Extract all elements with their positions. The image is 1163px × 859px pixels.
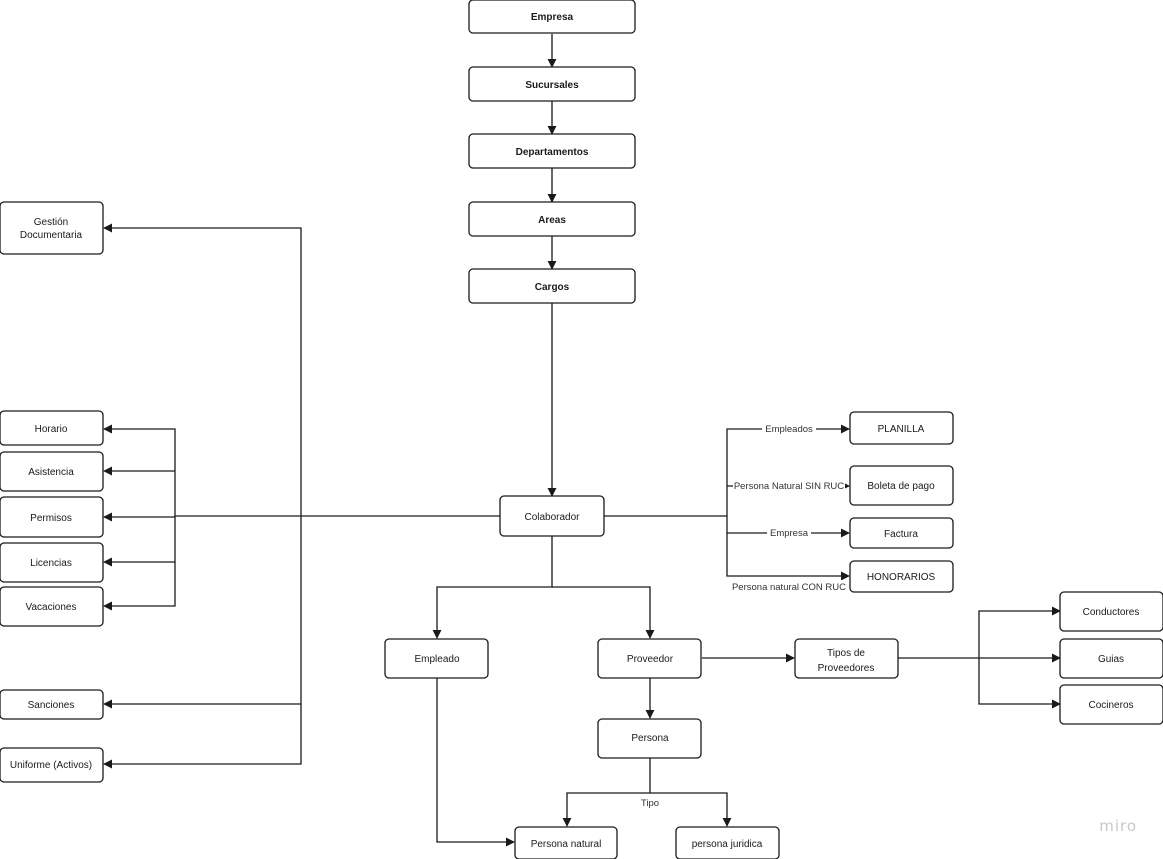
edge-tipos-conductores xyxy=(898,606,1061,659)
edge-colaborador-vacaciones xyxy=(103,562,176,611)
svg-text:Conductores: Conductores xyxy=(1083,607,1140,618)
svg-text:Licencias: Licencias xyxy=(30,558,72,569)
node-persona-juridica[interactable]: persona juridica xyxy=(675,826,780,859)
svg-text:Boleta de pago: Boleta de pago xyxy=(867,481,935,492)
edge-persona-juridica xyxy=(650,792,732,827)
node-empresa[interactable]: Empresa xyxy=(468,0,636,34)
node-proveedor[interactable]: Proveedor xyxy=(597,638,702,679)
edge-tipos-cocineros xyxy=(978,658,1061,709)
svg-text:persona juridica: persona juridica xyxy=(692,839,763,850)
edge-persona-natural xyxy=(562,758,651,827)
node-sanciones[interactable]: Sanciones xyxy=(0,689,104,720)
edge-colaborador-proveedor xyxy=(552,586,655,639)
edge-colaborador-sanciones xyxy=(103,516,302,709)
node-planilla[interactable]: PLANILLA xyxy=(849,411,954,445)
node-cocineros[interactable]: Cocineros xyxy=(1059,684,1163,725)
svg-text:Areas: Areas xyxy=(538,215,566,226)
edge-label-tipo: Tipo xyxy=(641,798,659,809)
edge-label-empleados: Empleados xyxy=(765,424,813,435)
edge-colaborador-horario xyxy=(103,424,301,517)
node-areas[interactable]: Areas xyxy=(468,201,636,237)
node-factura[interactable]: Factura xyxy=(849,517,954,549)
svg-text:Proveedor: Proveedor xyxy=(627,654,674,665)
svg-text:Uniforme (Activos): Uniforme (Activos) xyxy=(10,760,92,771)
svg-text:Factura: Factura xyxy=(884,529,918,540)
node-asistencia[interactable]: Asistencia xyxy=(0,451,104,492)
node-uniforme[interactable]: Uniforme (Activos) xyxy=(0,747,104,783)
node-conductores[interactable]: Conductores xyxy=(1059,591,1163,632)
svg-text:Horario: Horario xyxy=(35,424,68,435)
node-sucursales[interactable]: Sucursales xyxy=(468,66,636,102)
node-departamentos[interactable]: Departamentos xyxy=(468,133,636,169)
svg-text:Persona natural: Persona natural xyxy=(531,839,602,850)
edge-empleado-persona-natural xyxy=(436,678,515,847)
svg-text:Empleado: Empleado xyxy=(414,654,459,665)
node-horario[interactable]: Horario xyxy=(0,410,104,446)
svg-text:HONORARIOS: HONORARIOS xyxy=(867,572,936,583)
node-persona-natural[interactable]: Persona natural xyxy=(514,826,618,859)
edge-colaborador-planilla xyxy=(604,424,850,517)
miro-watermark: miro xyxy=(1099,817,1137,835)
edge-label-persona-con-ruc: Persona natural CON RUC xyxy=(732,582,846,593)
edge-colaborador-gestion xyxy=(103,223,500,517)
svg-text:PLANILLA: PLANILLA xyxy=(878,424,925,435)
svg-text:Guias: Guias xyxy=(1098,654,1124,665)
node-cargos[interactable]: Cargos xyxy=(468,268,636,304)
svg-text:Permisos: Permisos xyxy=(30,513,72,524)
svg-text:Sucursales: Sucursales xyxy=(525,80,579,91)
svg-text:Colaborador: Colaborador xyxy=(524,512,580,523)
svg-text:Cargos: Cargos xyxy=(535,282,570,293)
svg-text:Cocineros: Cocineros xyxy=(1088,700,1133,711)
svg-text:Vacaciones: Vacaciones xyxy=(26,602,77,613)
node-permisos[interactable]: Permisos xyxy=(0,496,104,538)
svg-text:Persona: Persona xyxy=(631,733,669,744)
edge-label-empresa: Empresa xyxy=(770,528,809,539)
edge-colaborador-empleado xyxy=(432,536,553,639)
node-persona[interactable]: Persona xyxy=(597,718,702,759)
node-licencias[interactable]: Licencias xyxy=(0,542,104,583)
edge-label-persona-sin-ruc: Persona Natural SIN RUC xyxy=(734,481,844,492)
svg-text:Departamentos: Departamentos xyxy=(516,147,589,158)
node-gestion-documentaria[interactable]: Gestión Documentaria xyxy=(0,201,104,255)
svg-text:Empresa: Empresa xyxy=(531,12,574,23)
svg-text:Sanciones: Sanciones xyxy=(28,700,75,711)
node-gestion-line1: Gestión xyxy=(34,217,68,228)
edge-labels: Empleados Persona Natural SIN RUC Empres… xyxy=(638,422,847,809)
edge-colaborador-uniforme xyxy=(103,704,302,769)
node-guias[interactable]: Guias xyxy=(1059,638,1163,679)
node-vacaciones[interactable]: Vacaciones xyxy=(0,586,104,627)
svg-text:Asistencia: Asistencia xyxy=(28,467,74,478)
edge-colaborador-honorarios xyxy=(726,533,850,581)
edge-colaborador-licencias xyxy=(103,516,176,567)
node-tipos-proveedores[interactable]: Tipos de Proveedores xyxy=(794,638,899,679)
node-tipos-line2: Proveedores xyxy=(818,663,875,674)
node-tipos-line1: Tipos de xyxy=(827,648,865,659)
node-boleta[interactable]: Boleta de pago xyxy=(849,465,954,506)
node-gestion-line2: Documentaria xyxy=(20,230,83,241)
node-colaborador[interactable]: Colaborador xyxy=(499,495,605,537)
node-honorarios[interactable]: HONORARIOS xyxy=(849,560,954,593)
node-empleado[interactable]: Empleado xyxy=(384,638,489,679)
